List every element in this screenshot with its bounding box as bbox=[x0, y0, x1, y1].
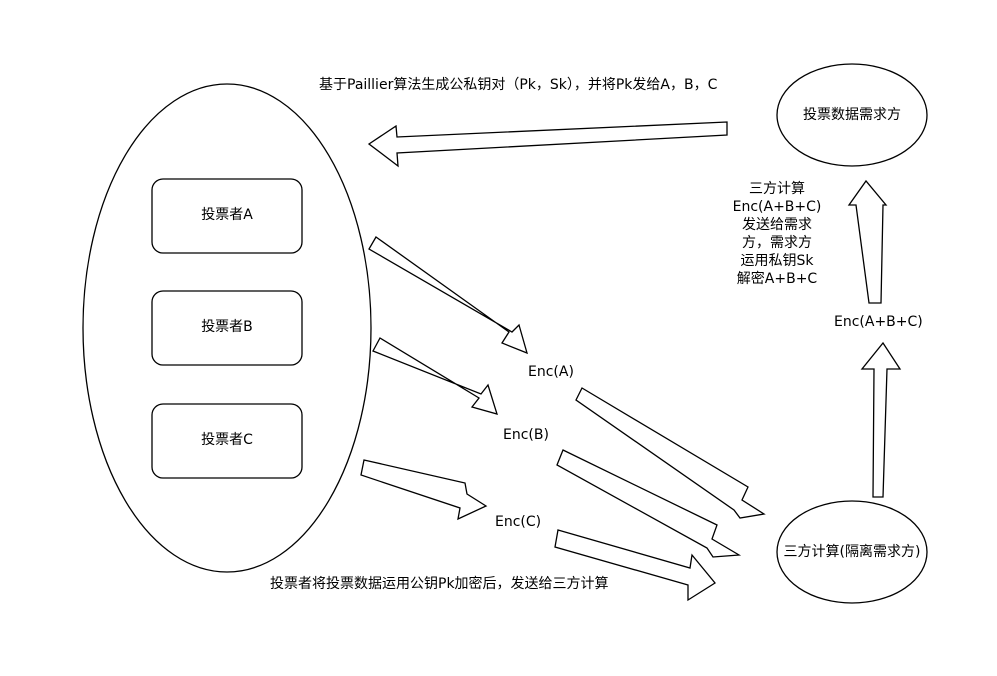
voter-c-label: 投票者C bbox=[201, 432, 253, 448]
third-party-label: 三方计算(隔离需求方) bbox=[783, 544, 921, 560]
voter-c-box bbox=[151, 403, 303, 479]
voter-c-to-enc-arrow bbox=[360, 459, 488, 521]
requester-label: 投票数据需求方 bbox=[803, 107, 901, 123]
bottom-caption: 投票者将投票数据运用公钥Pk加密后，发送给三方计算 bbox=[270, 576, 609, 592]
sum-to-requester-arrow bbox=[847, 179, 888, 304]
third-party-ellipse bbox=[776, 500, 928, 604]
enc-b-to-third-party-arrow bbox=[556, 449, 742, 558]
enc-a-to-third-party-arrow bbox=[575, 387, 766, 519]
enc-sum-label: Enc(A+B+C) bbox=[834, 314, 923, 330]
requester-ellipse bbox=[776, 63, 928, 167]
voter-a-to-enc-arrow bbox=[368, 236, 528, 355]
voter-b-to-enc-arrow bbox=[372, 337, 498, 415]
top-caption: 基于Paillier算法生成公私钥对（Pk，Sk），并将Pk发给A，B，C bbox=[319, 77, 718, 93]
third-party-to-sum-arrow bbox=[860, 341, 902, 498]
enc-c-to-third-party-arrow bbox=[554, 529, 716, 602]
enc-a-label: Enc(A) bbox=[528, 364, 574, 380]
voter-b-box bbox=[151, 290, 303, 366]
compute-note: 三方计算 Enc(A+B+C) 发送给需求 方，需求方 运用私钥Sk 解密A+B… bbox=[732, 181, 822, 287]
voter-a-box bbox=[151, 178, 303, 254]
enc-c-label: Enc(C) bbox=[495, 514, 542, 530]
enc-b-label: Enc(B) bbox=[503, 427, 549, 443]
key-distribution-arrow bbox=[367, 121, 728, 168]
voter-b-label: 投票者B bbox=[201, 319, 253, 335]
voter-a-label: 投票者A bbox=[201, 207, 253, 223]
